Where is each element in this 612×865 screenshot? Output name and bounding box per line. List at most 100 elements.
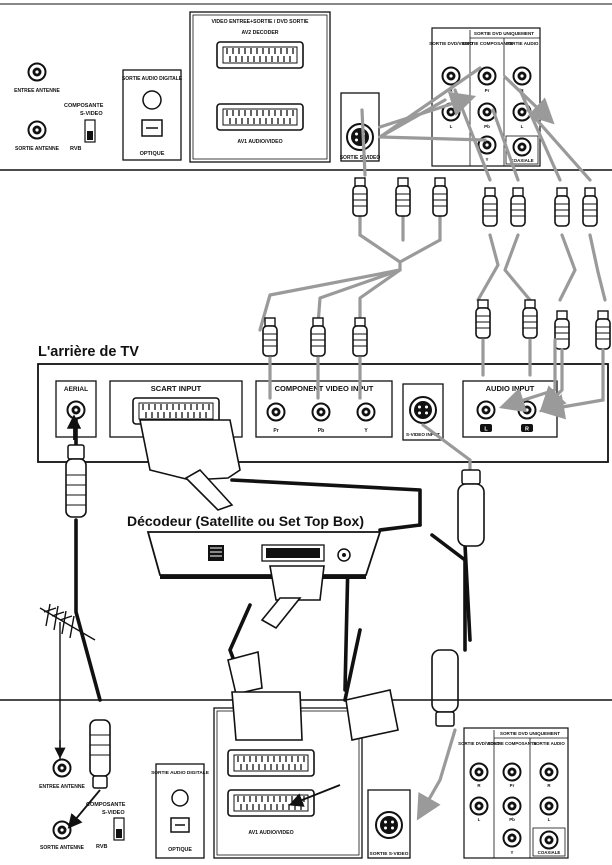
bottom-coax-label: COAXIALE bbox=[538, 850, 561, 855]
scart-plug-decoder bbox=[260, 565, 325, 630]
rca-plug-11 bbox=[475, 299, 491, 339]
tv-jack-pb bbox=[311, 402, 331, 422]
bottom-digital-audio-label: SORTIE AUDIO DIGITALE bbox=[151, 770, 210, 776]
bottom-antenna-in-jack bbox=[52, 758, 72, 778]
bottom-switch-label-1: COMPOSANTE bbox=[86, 802, 126, 808]
scart-plug-bottom-av2 bbox=[227, 650, 303, 741]
bottom-switch-label-3: RVB bbox=[96, 844, 108, 850]
tv-component-label: COMPONENT VIDEO INPUT bbox=[275, 384, 374, 393]
bottom-dvd-video-jack-r bbox=[469, 762, 489, 782]
bottom-component-jack-y bbox=[502, 828, 522, 848]
top-audio-jack-r bbox=[512, 66, 532, 86]
scart-plug-tv bbox=[139, 419, 241, 511]
bottom-dvd-video-r-label: R bbox=[477, 783, 481, 788]
top-av1-scart-socket bbox=[216, 103, 304, 131]
antenna-coax-plug-bottom bbox=[89, 719, 111, 789]
top-scart-header: VIDEO ENTREE+SORTIE / DVD SORTIE bbox=[212, 19, 310, 25]
rca-plug-5 bbox=[510, 187, 526, 227]
bottom-component-pr-label: Pr bbox=[510, 783, 515, 788]
tv-scart-label: SCART INPUT bbox=[151, 384, 202, 393]
rca-plug-8 bbox=[262, 317, 278, 357]
top-cables bbox=[258, 66, 607, 332]
bottom-dvd-video-label: SORTIE DVD/VIDEO bbox=[458, 741, 500, 746]
top-svideo-label: SORTIE S-VIDEO bbox=[340, 155, 381, 161]
rca-plug-9 bbox=[310, 317, 326, 357]
bottom-optical-label: OPTIQUE bbox=[168, 847, 192, 853]
tv-audio-jack-r bbox=[517, 400, 537, 420]
rca-plug-6 bbox=[554, 187, 570, 227]
bottom-antenna-out-label: SORTIE ANTENNE bbox=[40, 845, 85, 851]
top-av1-label: AV1 AUDIO/VIDEO bbox=[237, 139, 282, 145]
rca-plug-7 bbox=[582, 187, 598, 227]
top-player-panel: ENTREE ANTENNE SORTIE ANTENNE COMPOSANTE… bbox=[0, 3, 612, 171]
antenna-coax-plug-tv bbox=[65, 444, 87, 518]
top-rca-plugs bbox=[262, 177, 611, 357]
bottom-player-panel: ENTREE ANTENNE SORTIE ANTENNE COMPOSANTE… bbox=[0, 650, 612, 859]
bottom-audio-jack-r bbox=[539, 762, 559, 782]
rca-plug-4 bbox=[482, 187, 498, 227]
top-scart-panel bbox=[189, 11, 331, 163]
top-coax-label: COAXIALE bbox=[510, 158, 533, 163]
tv-title: L'arrière de TV bbox=[38, 344, 139, 360]
bottom-audio-l-label: L bbox=[548, 817, 551, 822]
tv-svideo-jack bbox=[409, 396, 437, 424]
bottom-component-jack-pr bbox=[502, 762, 522, 782]
top-digital-audio-box bbox=[122, 69, 182, 161]
top-antenna-out-jack bbox=[27, 120, 47, 140]
top-digital-audio-label: SORTIE AUDIO DIGITALE bbox=[122, 76, 183, 82]
bottom-antenna-in-label: ENTREE ANTENNE bbox=[39, 784, 85, 790]
bottom-svideo-label: SORTIE S-VIDEO bbox=[370, 851, 409, 857]
tv-audio-r-label: R bbox=[525, 427, 529, 433]
bottom-digital-audio-box bbox=[155, 763, 205, 859]
top-audio-r-label: R bbox=[520, 88, 524, 93]
top-dvd-only-header: SORTIE DVD UNIQUEMENT bbox=[474, 31, 534, 36]
bottom-component-jack-pb bbox=[502, 796, 522, 816]
tv-audio-l-label: L bbox=[484, 427, 488, 433]
top-antenna-in-label: ENTREE ANTENNE bbox=[14, 88, 60, 94]
bottom-audio-label: SORTIE AUDIO bbox=[533, 741, 565, 746]
decoder-box bbox=[146, 531, 382, 579]
scart-plug-bottom-av1 bbox=[345, 689, 399, 741]
top-antenna-out-label: SORTIE ANTENNE bbox=[15, 146, 60, 152]
bottom-dvd-video-l-label: L bbox=[478, 817, 481, 822]
tv-aerial-label: AERIAL bbox=[64, 386, 88, 393]
top-dvd-video-l-label: L bbox=[450, 124, 453, 129]
tv-audio-jack-l bbox=[476, 400, 496, 420]
top-component-pb-label: Pb bbox=[484, 124, 490, 129]
top-audio-l-label: L bbox=[521, 124, 524, 129]
top-dvd-video-label: SORTIE DVD/VIDEO bbox=[429, 41, 473, 46]
tv-jack-y-label: Y bbox=[364, 428, 368, 434]
rca-plug-14 bbox=[595, 310, 611, 350]
bottom-switch-label-2: S-VIDEO bbox=[102, 810, 125, 816]
top-component-label: SORTIE COMPOSANTE bbox=[461, 41, 512, 46]
bottom-coax-jack bbox=[539, 830, 559, 850]
top-dvd-video-r-label: R bbox=[449, 88, 453, 93]
top-audio-label: SORTIE AUDIO bbox=[505, 41, 538, 46]
bottom-audio-jack-l bbox=[539, 796, 559, 816]
bottom-svideo-box bbox=[367, 789, 411, 859]
top-av2-scart-socket bbox=[216, 41, 304, 69]
tv-audio-label: AUDIO INPUT bbox=[486, 384, 535, 393]
tv-jack-y bbox=[356, 402, 376, 422]
top-switch-label-1: COMPOSANTE bbox=[64, 103, 104, 109]
bottom-av1-scart-socket bbox=[227, 789, 315, 817]
tv-jack-pb-label: Pb bbox=[318, 428, 324, 434]
rca-plug-10 bbox=[352, 317, 368, 357]
tv-jack-pr bbox=[266, 402, 286, 422]
tv-input-cables bbox=[268, 338, 605, 420]
bottom-dvd-only-header: SORTIE DVD UNIQUEMENT bbox=[500, 731, 560, 736]
bottom-coax-digital-jack bbox=[171, 789, 189, 807]
svideo-plug-tv bbox=[457, 469, 485, 547]
top-av2-label: AV2 DECODER bbox=[241, 30, 278, 36]
bottom-av1-label: AV1 AUDIO/VIDEO bbox=[248, 830, 293, 836]
bottom-av2-scart-socket bbox=[227, 749, 315, 777]
antenna-icon bbox=[39, 603, 96, 760]
rca-plug-1 bbox=[352, 177, 368, 217]
top-coax-jack bbox=[512, 137, 532, 157]
rca-plug-13 bbox=[554, 310, 570, 350]
top-switch-label-3: RVB bbox=[70, 146, 82, 152]
top-svideo-out-jack bbox=[346, 123, 374, 151]
top-component-jack-pr bbox=[477, 66, 497, 86]
bottom-component-y-label: Y bbox=[511, 850, 514, 855]
